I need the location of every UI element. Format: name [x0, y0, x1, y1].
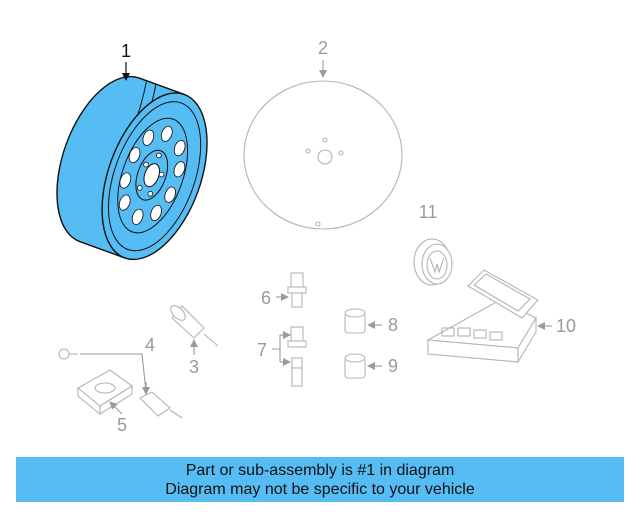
sensor-valve-part-4[interactable]: 4 — [58, 335, 183, 419]
callout-9[interactable]: 9 — [388, 356, 398, 376]
banner-line-part-number: Part or sub-assembly is #1 in diagram — [185, 462, 455, 479]
callout-2[interactable]: 2 — [318, 38, 328, 58]
callout-7[interactable]: 7 — [257, 340, 267, 360]
callout-6[interactable]: 6 — [261, 288, 271, 308]
callout-4[interactable]: 4 — [145, 335, 155, 355]
callout-5[interactable]: 5 — [117, 415, 127, 435]
lug-bolt-part-6[interactable]: 6 — [261, 272, 307, 308]
callout-11[interactable]: 11 — [419, 202, 438, 222]
center-cap-part-11[interactable]: 11 — [413, 202, 453, 286]
parts-diagram: 1 2 11 10 6 — [36, 38, 576, 435]
callout-1[interactable]: 1 — [121, 41, 131, 61]
info-banner: Part or sub-assembly is #1 in diagram Di… — [16, 457, 624, 502]
wheel-bolt-part-7[interactable]: 7 — [257, 326, 307, 387]
nut-part-9[interactable]: 9 — [344, 353, 398, 379]
nut-part-8[interactable]: 8 — [344, 308, 398, 335]
banner-line-disclaimer: Diagram may not be specific to your vehi… — [165, 481, 475, 498]
tool-kit-part-10[interactable]: 10 — [426, 269, 576, 364]
valve-stem-part-3[interactable]: 3 — [168, 303, 219, 377]
callout-10[interactable]: 10 — [556, 316, 576, 336]
callout-8[interactable]: 8 — [388, 315, 398, 335]
wheel-part-1[interactable]: 1 — [36, 41, 227, 274]
callout-3[interactable]: 3 — [189, 357, 199, 377]
spare-wheel-part-2[interactable]: 2 — [243, 38, 403, 230]
tpms-sensor-part-5[interactable]: 5 — [77, 369, 133, 435]
